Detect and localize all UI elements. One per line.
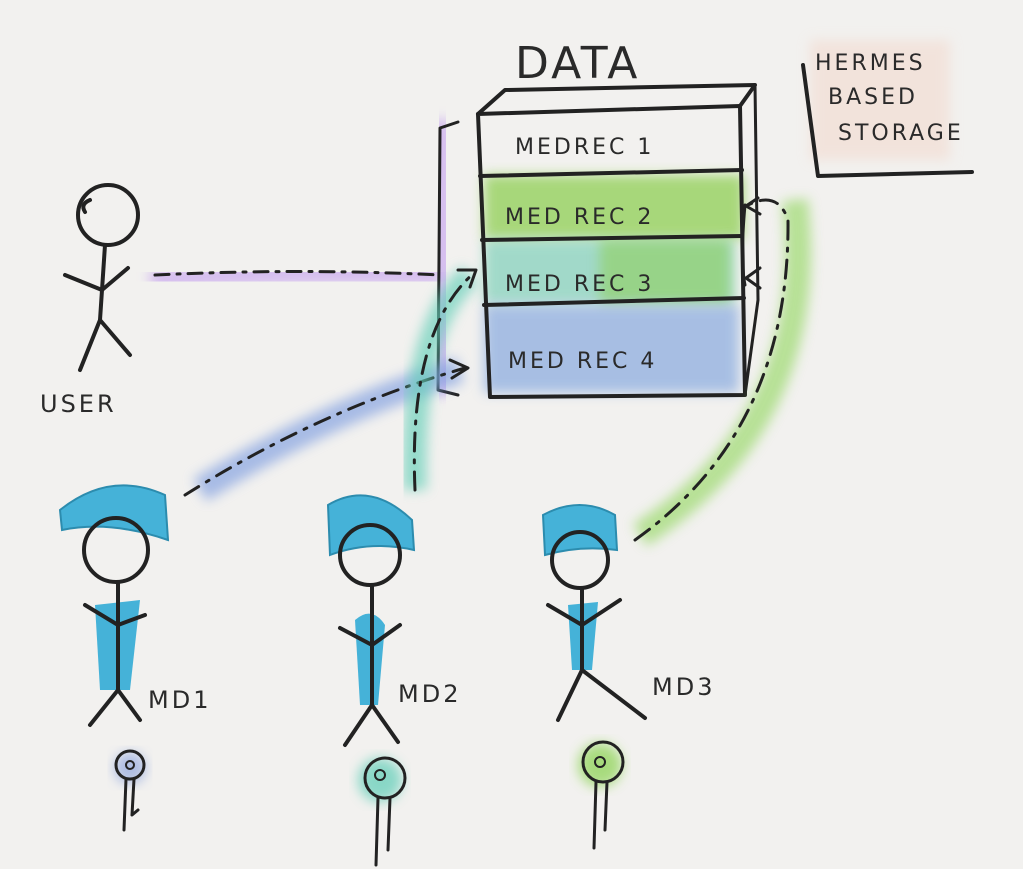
md2-label: MD2: [398, 680, 461, 708]
note-line-2: BASED: [828, 85, 918, 110]
shelf-line-3: [482, 296, 746, 307]
record-label-1: MEDREC 1: [515, 135, 654, 160]
storage-side: [743, 83, 760, 397]
record-label-4: MED REC 4: [508, 349, 657, 374]
md3-key-hole: [594, 756, 606, 768]
md3-label: MD3: [652, 673, 715, 701]
md3-side-link: [741, 203, 747, 287]
md2-arms: [338, 623, 402, 647]
md3-arms: [546, 598, 622, 627]
md2-legs: [343, 703, 400, 747]
md3-legs: [556, 668, 647, 722]
user-face-mark: [81, 198, 92, 214]
md2-arrow-head: [456, 268, 478, 289]
record-wash-3b: [600, 240, 730, 304]
access-paths: [149, 119, 811, 546]
note-bracket: [801, 63, 974, 178]
md3-access-path: [633, 198, 790, 542]
record-wash-4: [484, 305, 739, 393]
storage-block: DATA MEDREC 1 MED REC 2 MED REC 3 MED RE…: [476, 38, 760, 399]
hermes-note: HERMES BASED STORAGE: [801, 40, 974, 178]
shelf-line-2: [480, 234, 744, 242]
record-label-2: MED REC 2: [505, 205, 654, 230]
user-access-bracket: [436, 120, 460, 397]
user-head: [76, 183, 140, 247]
md3-key-icon: [592, 780, 609, 850]
md1-figure: MD1: [58, 484, 211, 832]
md3-arrow-head-1: [744, 196, 762, 216]
storage-title: DATA: [515, 38, 640, 89]
user-figure: USER: [40, 183, 140, 418]
record-label-3: MED REC 3: [505, 272, 654, 297]
md1-legs: [88, 688, 142, 727]
md1-arms: [83, 603, 147, 627]
md3-figure: MD3: [541, 504, 715, 850]
md2-key-icon: [374, 796, 392, 867]
user-arms: [63, 266, 130, 292]
storage-top: [476, 83, 757, 116]
md1-label: MD1: [148, 686, 211, 714]
user-body: [98, 243, 107, 322]
md3-key-bow: [581, 740, 625, 784]
note-line-1: HERMES: [815, 51, 926, 76]
md2-key-bow: [363, 756, 407, 800]
md2-access-path: [412, 270, 477, 492]
md1-key-bow: [114, 749, 146, 781]
record-wash-2: [484, 175, 744, 239]
note-highlight: [810, 40, 950, 160]
user-access-path: [153, 270, 442, 277]
md1-arrow-head: [448, 358, 470, 380]
note-line-3: STORAGE: [838, 121, 964, 146]
md3-arrow-head-2: [744, 266, 762, 290]
user-legs: [78, 318, 132, 372]
md1-cap: [58, 484, 170, 542]
user-path-wash: [149, 262, 441, 291]
md1-key-icon: [122, 777, 140, 832]
md2-figure: MD2: [326, 494, 461, 867]
md3-path-wash: [632, 198, 811, 546]
shelf-line-1: [478, 168, 744, 178]
md1-key-hole: [125, 760, 135, 770]
md2-key-hole: [374, 769, 386, 781]
user-label: USER: [40, 390, 117, 418]
